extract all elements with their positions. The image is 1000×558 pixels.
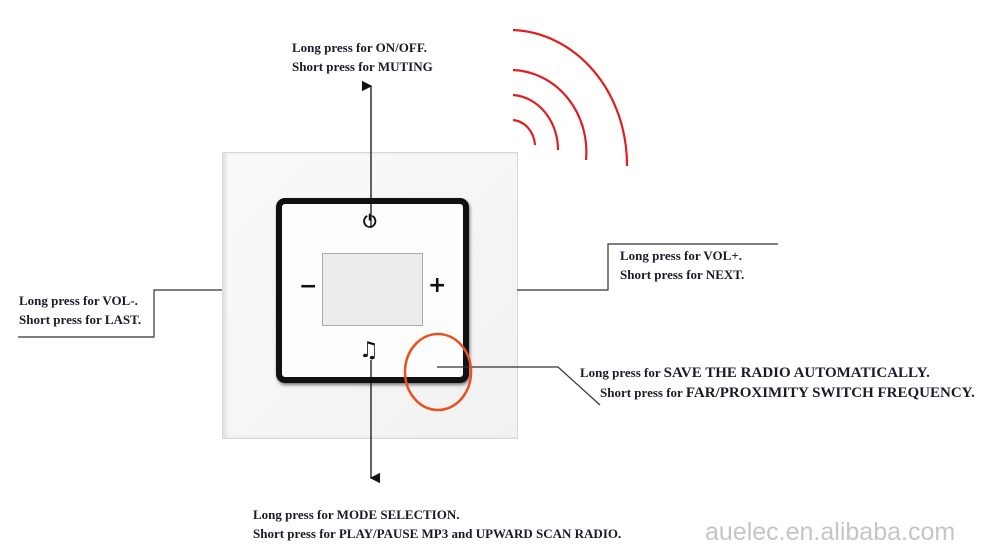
label-main: SAVE THE RADIO AUTOMATICALLY. [663,365,930,381]
corner-callout-text: Long press for SAVE THE RADIO AUTOMATICA… [580,363,975,403]
label-line: Short press for NEXT. [620,267,745,282]
wireless-signal-icon [512,28,629,167]
right-callout-text: Long press for VOL+. Short press for NEX… [620,246,744,284]
highlight-circle [403,332,473,412]
bottom-callout-text: Long press for MODE SELECTION. Short pre… [253,505,621,543]
left-callout [18,289,222,338]
lcd-display [322,253,423,326]
label-prefix: Long press for [580,365,664,380]
label-line: Long press for SAVE THE RADIO AUTOMATICA… [580,363,975,383]
label-line: Long press for VOL+. [620,248,743,263]
label-line: Long press for ON/OFF. [292,40,427,55]
corner-callout [437,366,601,406]
label-line: Short press for LAST. [19,312,142,327]
label-line: Short press for MUTING [292,59,433,74]
top-callout-text: Long press for ON/OFF. Short press for M… [292,38,433,76]
label-line: Long press for VOL-. [19,293,138,308]
right-callout [517,243,778,291]
watermark: auelec.en.alibaba.com [705,518,956,546]
label-line: Short press for PLAY/PAUSE MP3 and UPWAR… [253,526,622,541]
label-line: Short press for FAR/PROXIMITY SWITCH FRE… [600,383,975,403]
label-prefix: Short press for [600,385,686,400]
minus-icon: − [299,274,318,299]
left-callout-text: Long press for VOL-. Short press for LAS… [19,291,141,329]
plus-icon: + [428,273,447,298]
power-icon: ⏻ [363,212,377,232]
label-main: FAR/PROXIMITY SWITCH FREQUENCY. [685,385,975,401]
music-note-icon: ♫ [359,338,379,363]
label-line: Long press for MODE SELECTION. [253,507,460,522]
